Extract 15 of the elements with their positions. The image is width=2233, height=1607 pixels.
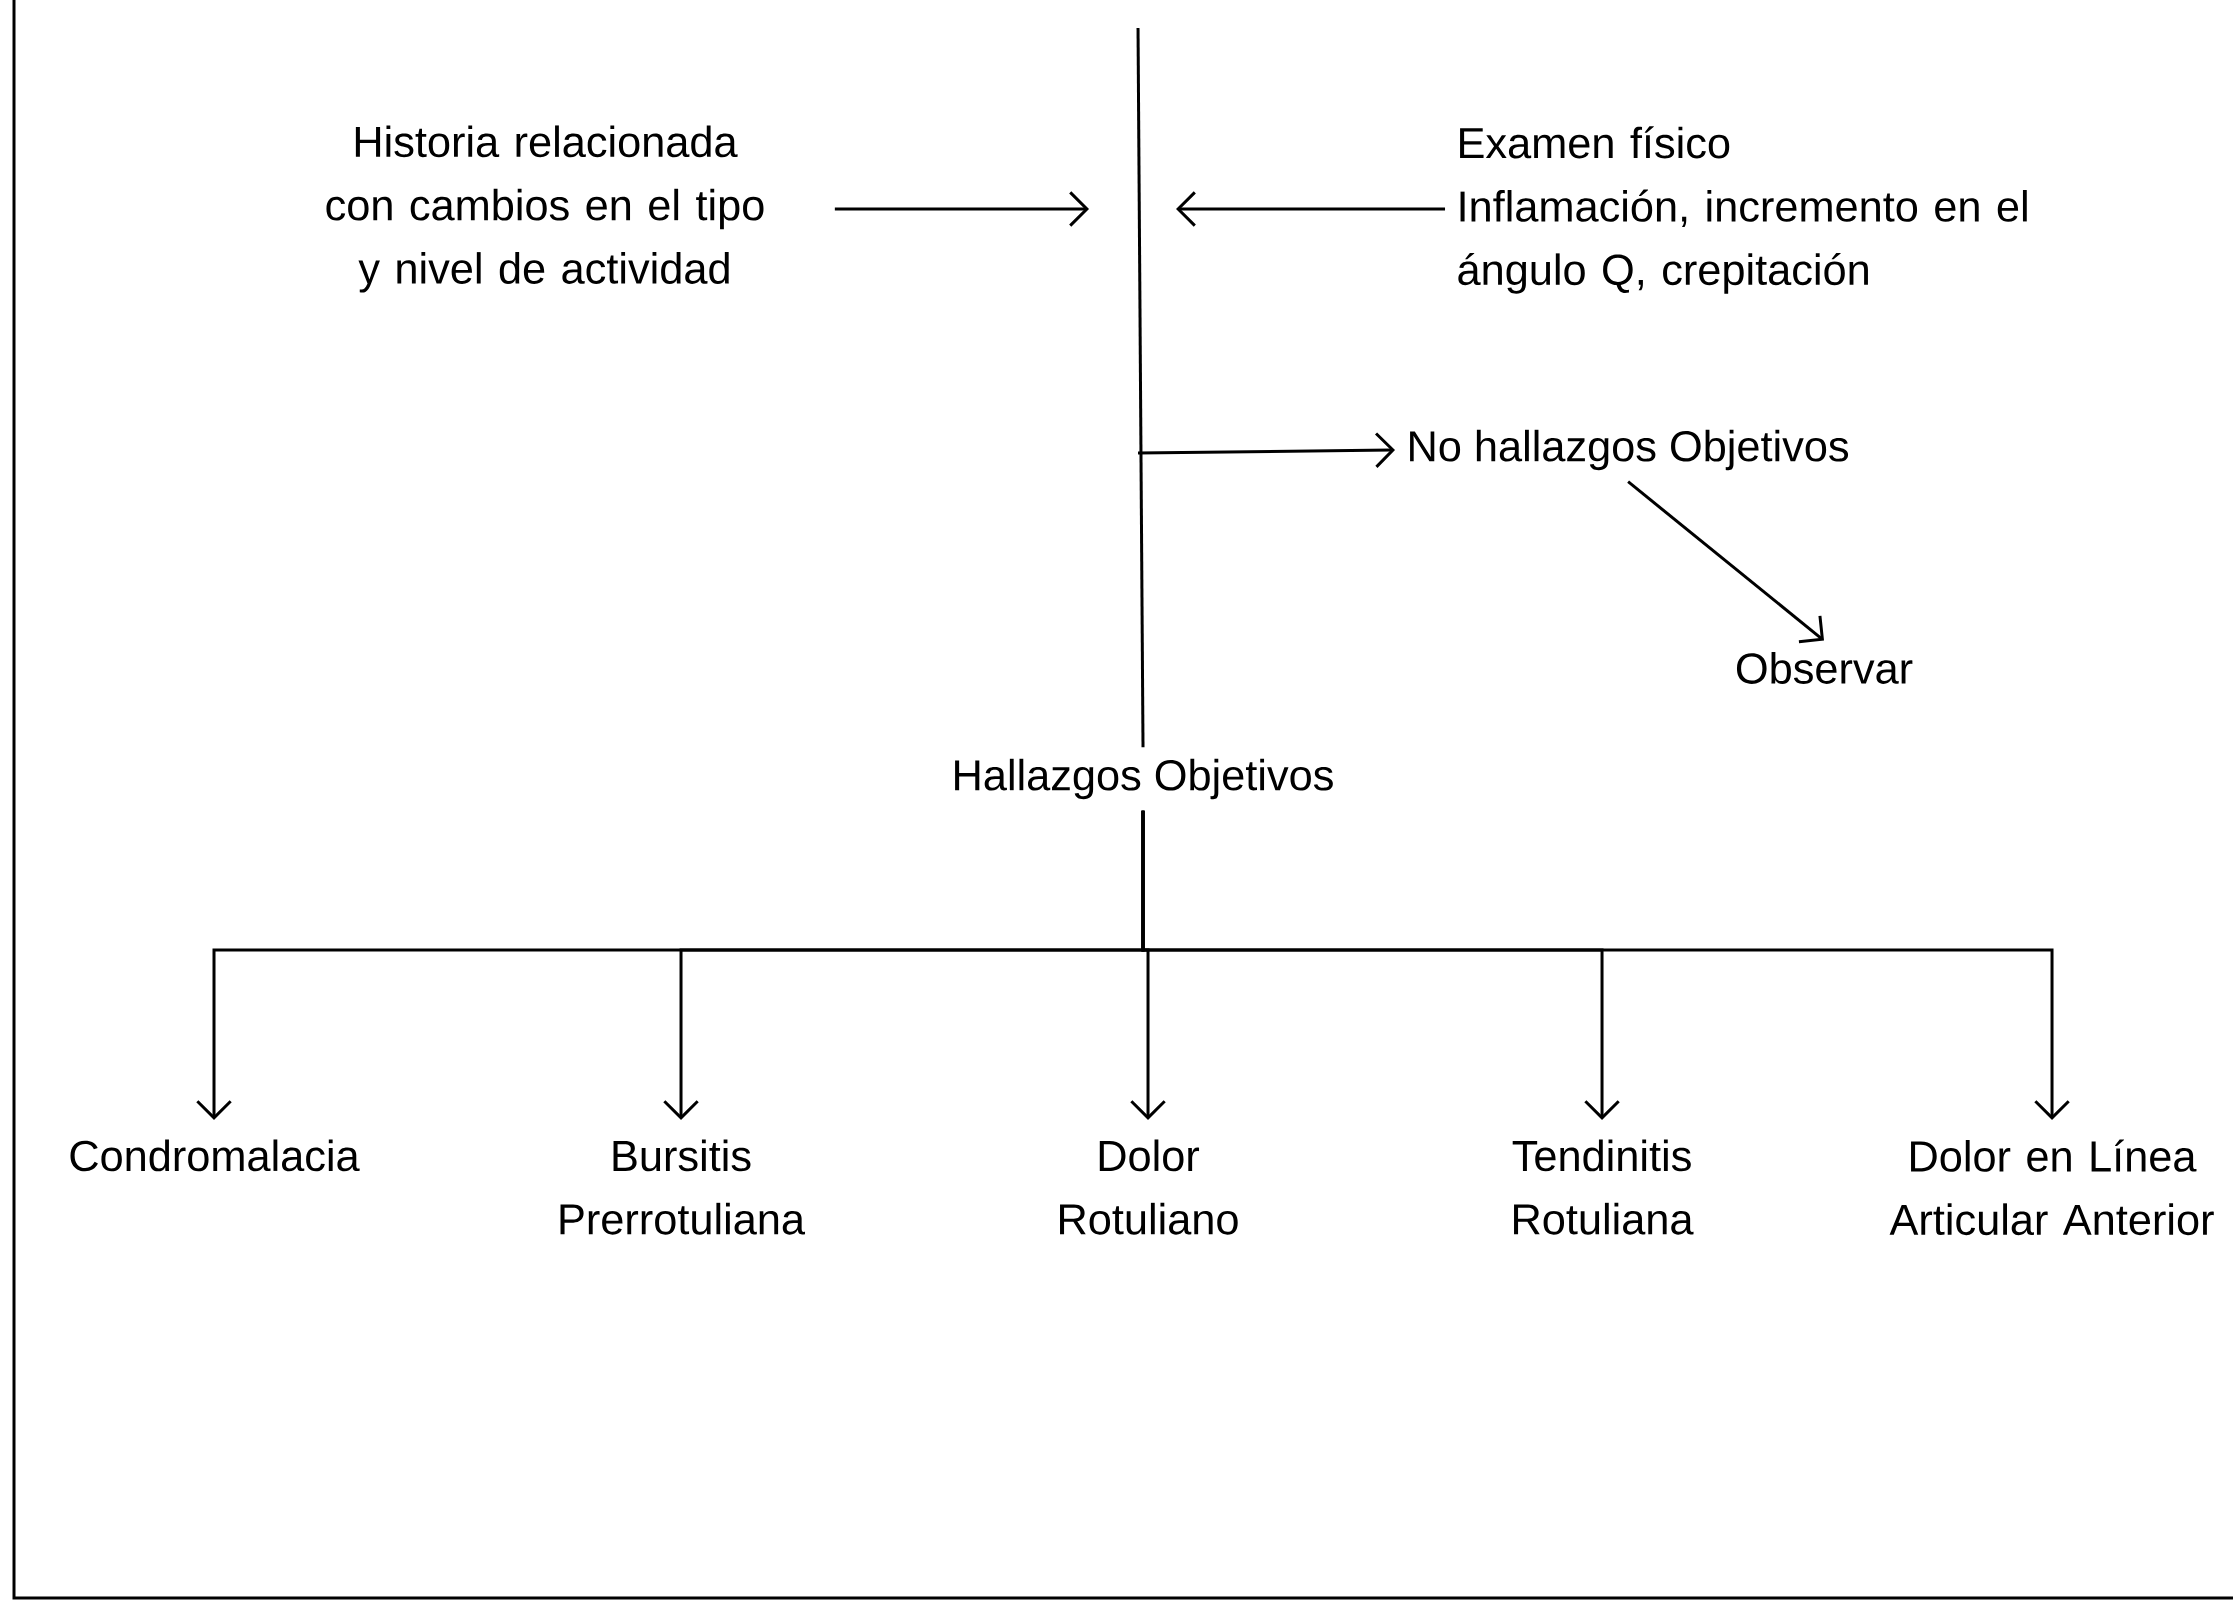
note-text: Historia relacionada con cambios en el tipo y nivel de actividad <box>326 125 764 293</box>
arrow <box>1138 432 1396 468</box>
arrow <box>1627 480 1825 644</box>
outcome-text: Observar <box>1736 652 1913 684</box>
diagnosis-text: Bursitis Prerrotuliana <box>560 1139 805 1235</box>
diagnosis-text: Dolor en Línea Articular Anterior <box>1889 1139 2214 1236</box>
arrow <box>1141 810 2070 1120</box>
diagnosis-text: Condromalacia <box>70 1139 360 1172</box>
outcome-text: Hallazgos Objetivos <box>955 758 1333 800</box>
diagnosis-text: Tendinitis Rotuliana <box>1512 1139 1694 1235</box>
arrow <box>834 191 1089 227</box>
note-text: Examen físico Inflamación, incremento en el ángulo Q, crepitación <box>1458 126 2027 294</box>
outcome-text: No hallazgos Objetivos <box>1410 429 1849 471</box>
diagnosis-text: Dolor Rotuliano <box>1060 1139 1238 1235</box>
arrow <box>1176 191 1446 227</box>
